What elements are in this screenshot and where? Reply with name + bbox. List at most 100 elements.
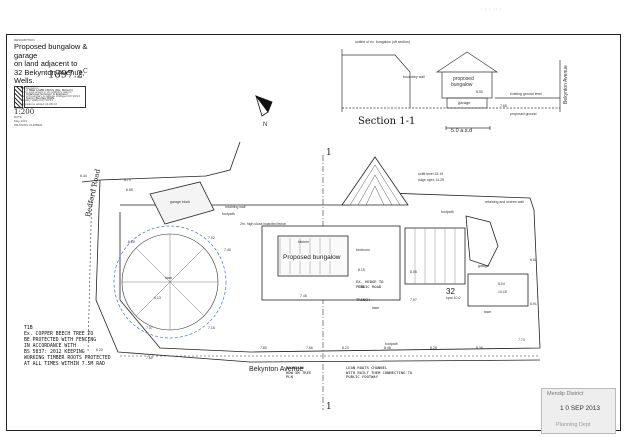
stamp-dept: Planning Dept	[556, 422, 591, 428]
section-garage-label: garage	[458, 100, 471, 105]
tree-note-line: BS 5837: 2012 KEEPING	[24, 350, 85, 355]
firm-line-1: J. BEE LAMB FRICS (Dip. BCtech)	[26, 88, 73, 92]
footpath-label-2: footpath	[441, 210, 454, 214]
ridge-note-2: ridge apex 14.25	[418, 178, 445, 182]
hedge-note: EX. HEDGE TO PUBLIC ROAD	[356, 279, 384, 289]
firm-logo-icon	[14, 86, 23, 108]
stamp-office: Mendip District	[547, 391, 584, 397]
hedge-note-line: PUBLIC ROAD	[356, 283, 382, 289]
drawing-number-label: DRAWING NUMBER	[14, 122, 43, 127]
note-4: L Tree positions added 14.08.13	[14, 101, 57, 106]
level: 8.36	[476, 346, 483, 350]
level: 7.66	[306, 346, 313, 350]
boundary-note-line: BOUNDARY	[286, 365, 305, 370]
level: 7.02	[208, 236, 215, 240]
section-marker-top: 1	[326, 148, 332, 158]
level: 6.73	[124, 178, 131, 182]
proposed-bungalow-label: Proposed bungalow	[283, 254, 341, 261]
kitchen-label: kitchen	[298, 240, 310, 244]
level: 6.62	[530, 258, 537, 262]
date-value: May 2013	[14, 118, 28, 123]
level: 8.24	[342, 346, 349, 350]
drain-note: LEAN ROOTS CHANNEL WITH BUILT THEM CONNE…	[346, 365, 413, 380]
level: 6.13	[154, 296, 161, 300]
level: 7.73	[518, 338, 525, 342]
section-marker-bottom: 1	[326, 402, 332, 412]
drain-note-line: LEAN ROOTS CHANNEL	[346, 365, 388, 370]
section-top-label: outline of ex. bungalow (off section)	[355, 40, 410, 44]
north-arrow	[254, 95, 273, 117]
trench-note: TRENCH	[356, 297, 370, 302]
level: 7.60	[146, 356, 153, 360]
level: 6.50	[128, 240, 135, 244]
level: 6.20	[96, 348, 103, 352]
bedroom-label: bedroom	[356, 248, 370, 252]
north-label: N	[263, 122, 268, 128]
road-edges	[87, 184, 540, 357]
drawing-revision: C	[83, 68, 88, 75]
tree-note-line: IN ACCORDANCE WITH	[24, 344, 76, 349]
garage-label: garage	[478, 264, 489, 268]
level: 8.08	[410, 270, 417, 274]
firm-line-3: Surrey Bembre Wells	[26, 96, 55, 100]
level: 7.97	[410, 298, 417, 302]
firm-details: J. BEE LAMB FRICS (Dip. BCtech) Chartere…	[24, 86, 86, 108]
level: 6.55	[126, 188, 133, 192]
house-footprint	[261, 156, 529, 307]
ridge-note-1: soffit level 15.19	[418, 172, 444, 176]
level: 6.44	[80, 174, 87, 178]
footpath-label-3: footpath	[385, 342, 398, 346]
stamp-date: 1 0 SEP 2013	[560, 405, 600, 412]
boundary-note-line: HOW 5M TREE	[286, 369, 312, 375]
garage-block-label: garage block	[170, 200, 191, 204]
boundary-note-line: PLN	[286, 374, 293, 380]
level: 7.80	[260, 346, 267, 350]
title-line-3: 32 Bekynton Avenue, Wells.	[14, 67, 85, 85]
note-3: Bt 'boundary' added 07/10/13	[14, 97, 54, 102]
level: 8.48	[384, 346, 391, 350]
section-ground-2: proposed ground	[510, 112, 537, 116]
section-house-label-2: bungalow	[451, 82, 473, 88]
tree-note-line: Ex. COPPER BEECH TREE TO	[24, 332, 94, 337]
section-scale-bar: 5.0 a.s.d	[451, 128, 473, 134]
section-level-2: 7.65	[500, 104, 507, 108]
level: 8.15	[358, 268, 365, 272]
drain-note-line: WITH BUILT THEM CONNECTING TO	[346, 369, 413, 375]
firm-line-2: Chartered Surveyor & Engineer	[26, 92, 68, 96]
level: 7.07	[146, 326, 153, 330]
drawing-number: 1897.2C	[48, 68, 88, 80]
drain-note-line: PUBLIC FOOTWAY	[346, 374, 379, 380]
planning-stamp: Mendip District 1 0 SEP 2013 Planning De…	[541, 388, 616, 434]
tree-protection-note: T1B Ex. COPPER BEECH TREE TO BE PROTECTE…	[24, 326, 111, 368]
lawn-label-1: lawn	[165, 276, 173, 280]
fence-note: 2m. high close boarded fence	[240, 222, 286, 226]
tree-protection-zone	[113, 225, 227, 339]
note-1: Levels are spot levels to an arbitrary d…	[14, 89, 72, 94]
description-label: DESCRIPTION	[14, 38, 35, 42]
lawn-label-3: lawn	[484, 310, 492, 314]
date-label: DATE	[14, 114, 22, 119]
level: 8.28	[430, 346, 437, 350]
level: 7.46	[300, 294, 307, 298]
level: 7.58	[358, 285, 365, 289]
boundary-note: BOUNDARY HOW 5M TREE PLN	[286, 365, 312, 380]
section-title: Section 1-1	[358, 116, 416, 127]
tree-note-line: BE PROTECTED WITH FENCING	[24, 338, 97, 343]
section-road-label: Bekynton Avenue	[563, 65, 569, 104]
plot-boundary	[81, 141, 541, 363]
road-bekynton: Bekynton Avenue	[249, 366, 304, 373]
lawn-label-2: lawn	[372, 306, 380, 310]
section-left-note: boundary wall	[403, 75, 425, 79]
level: 6.91	[530, 302, 537, 306]
plot-sub: spot 10.0	[446, 296, 461, 300]
hedge-note-line: EX. HEDGE TO	[356, 279, 384, 284]
title-block: DESCRIPTION Proposed bungalow & garage o…	[14, 38, 106, 148]
level: 10.18	[498, 290, 507, 294]
tree-note-line: WORKING TIMBER ROOTS PROTECTED	[24, 356, 111, 361]
section-ground-1: existing ground level	[510, 92, 542, 96]
note-2: Location of boundary & garage changed 07…	[14, 93, 80, 98]
level: 7.16	[208, 326, 215, 330]
tree-note-line: AT ALL TIMES WITHIN 7.5M RAD	[24, 362, 105, 367]
title-line-2: on land adjacent to	[14, 59, 78, 68]
